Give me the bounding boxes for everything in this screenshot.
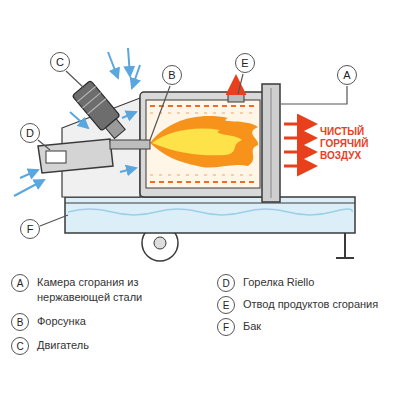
legend-letter: E — [217, 296, 235, 314]
legend-description: Отвод продуктов сгорания — [243, 296, 378, 312]
hot-air-label: ЧИСТЫЙ ГОРЯЧИЙ ВОЗДУХ — [320, 126, 382, 162]
outlet-grille — [271, 88, 272, 198]
legend-entry: B Форсунка — [11, 313, 86, 331]
air-arrow — [120, 168, 136, 172]
legend-description: Горелка Riello — [243, 274, 314, 290]
burner-panel — [46, 151, 66, 163]
callout-circle: C — [50, 52, 70, 72]
exhaust-outlet — [228, 94, 244, 102]
air-arrow — [128, 48, 130, 76]
legend-entry: F Бак — [217, 318, 261, 336]
callout-circle: E — [235, 53, 255, 73]
stand-foot — [336, 257, 354, 259]
legend-description: Камера сгорания из нержавеющей стали — [37, 274, 195, 305]
leader-line — [238, 74, 243, 94]
chamber-heat-marks — [150, 105, 258, 107]
flame-core — [152, 129, 242, 156]
legend-description: Двигатель — [37, 337, 89, 353]
legend-entry: A Камера сгорания из нержавеющей стали — [11, 274, 195, 305]
legend-entry: E Отвод продуктов сгорания — [217, 296, 378, 314]
wheel-hub — [154, 237, 166, 249]
motor-flange — [105, 119, 125, 139]
nozzle-tube — [110, 140, 150, 149]
leader-line — [40, 215, 68, 226]
legend-letter: A — [11, 274, 29, 292]
legend-description: Форсунка — [37, 313, 86, 329]
exhaust-arrow — [235, 80, 238, 93]
callout-letter: E — [241, 58, 248, 69]
legend-letter: C — [11, 337, 29, 355]
callout-letter: F — [27, 224, 34, 235]
callout-circle: F — [20, 219, 40, 239]
callout-letter: D — [26, 128, 34, 139]
fuel-tank — [65, 197, 355, 233]
chamber-heat-marks — [150, 175, 258, 176]
legend-letter: F — [217, 318, 235, 336]
callout-circle: A — [337, 65, 357, 85]
air-arrow — [132, 65, 140, 88]
leader-line — [66, 71, 84, 88]
hot-air-arrow — [284, 137, 312, 140]
callout-letter: C — [56, 57, 64, 68]
legend-entry: C Двигатель — [11, 337, 89, 355]
hot-air-arrow — [284, 123, 312, 126]
leader-line — [38, 140, 50, 150]
air-arrow — [108, 52, 118, 78]
legend-entry: D Горелка Riello — [217, 274, 314, 292]
outlet-cap — [262, 84, 280, 202]
fuel-surface — [68, 209, 352, 215]
air-arrow — [70, 112, 88, 128]
leader-line — [281, 86, 347, 104]
callout-circle: D — [20, 123, 40, 143]
air-arrow — [14, 180, 44, 196]
motor-fin — [88, 99, 106, 114]
frame-rail — [65, 203, 355, 204]
chamber-heat-marks — [150, 113, 258, 114]
chamber-heat-marks — [150, 181, 258, 183]
stand-leg — [344, 233, 346, 258]
heater-body — [140, 92, 266, 197]
hot-air-arrow — [284, 151, 312, 154]
air-arrow — [20, 170, 38, 178]
legend-letter: D — [217, 274, 235, 292]
flame — [150, 116, 258, 167]
callout-circle: B — [162, 65, 182, 85]
air-arrow — [122, 112, 136, 118]
callout-letter: B — [168, 70, 175, 81]
burner — [38, 139, 113, 173]
callout-letter: A — [343, 70, 350, 81]
combustion-chamber — [146, 100, 260, 188]
motor — [72, 80, 129, 141]
legend-letter: B — [11, 313, 29, 331]
legend-description: Бак — [243, 318, 261, 334]
hot-air-arrow — [284, 165, 312, 168]
leader-line — [150, 86, 170, 140]
